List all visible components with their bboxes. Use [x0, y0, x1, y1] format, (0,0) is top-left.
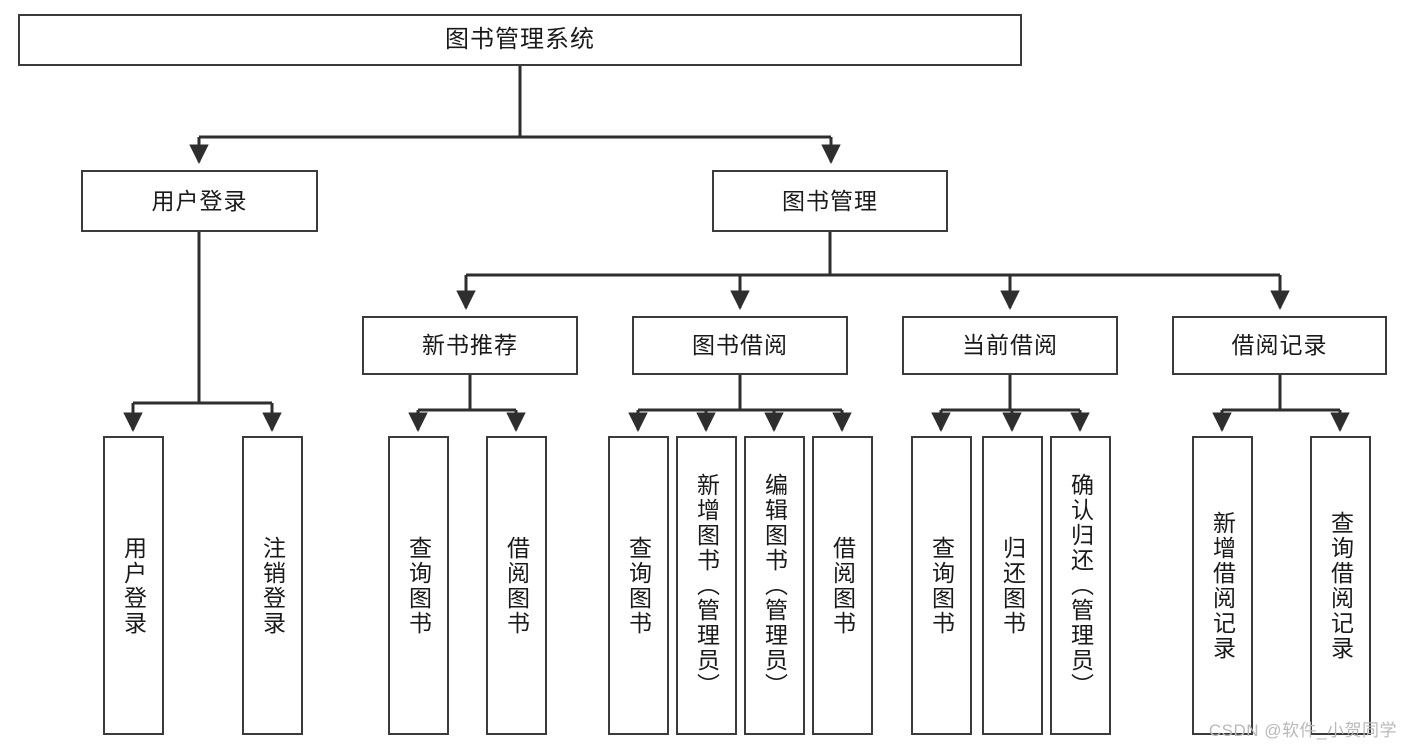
node-label: 新增借阅记录	[1209, 510, 1236, 661]
node-leaf-query-book-2[interactable]: 查询图书	[608, 436, 669, 735]
csdn-watermark: CSDN @软件_小贺同学	[1208, 721, 1397, 740]
node-label: 图书管理	[782, 187, 878, 214]
node-label: 当前借阅	[962, 332, 1058, 358]
node-leaf-query-borrow-record[interactable]: 查询借阅记录	[1310, 436, 1371, 735]
node-leaf-borrow-book-1[interactable]: 借阅图书	[486, 436, 547, 735]
node-label: 查询图书	[405, 535, 432, 636]
node-label: 借阅图书	[503, 535, 530, 636]
node-borrow-record[interactable]: 借阅记录	[1172, 316, 1387, 375]
node-leaf-add-book[interactable]: 新增图书（管理员）	[676, 436, 737, 735]
node-label: 查询图书	[928, 535, 955, 636]
node-leaf-borrow-book-2[interactable]: 借阅图书	[812, 436, 873, 735]
node-leaf-user-login[interactable]: 用户登录	[103, 436, 164, 735]
node-book-manage[interactable]: 图书管理	[712, 170, 948, 232]
node-user-login[interactable]: 用户登录	[81, 170, 318, 232]
node-label: 借阅记录	[1231, 332, 1328, 358]
node-leaf-add-borrow-record[interactable]: 新增借阅记录	[1192, 436, 1253, 735]
node-current-borrow[interactable]: 当前借阅	[902, 316, 1118, 375]
node-label: 用户登录	[120, 535, 147, 636]
node-leaf-logout[interactable]: 注销登录	[242, 436, 303, 735]
node-root-system[interactable]: 图书管理系统	[18, 14, 1022, 66]
node-label: 编辑图书（管理员）	[761, 473, 788, 698]
node-label: 图书借阅	[692, 332, 788, 358]
node-label: 借阅图书	[829, 535, 856, 636]
node-label: 注销登录	[259, 535, 286, 636]
node-leaf-query-book-1[interactable]: 查询图书	[388, 436, 449, 735]
node-label: 新书推荐	[422, 332, 518, 358]
node-label: 查询借阅记录	[1327, 510, 1354, 661]
node-new-book-recommend[interactable]: 新书推荐	[362, 316, 578, 375]
node-label: 归还图书	[999, 535, 1026, 636]
node-label: 确认归还（管理员）	[1067, 473, 1094, 698]
node-label: 新增图书（管理员）	[693, 473, 720, 698]
node-book-borrow[interactable]: 图书借阅	[632, 316, 848, 375]
node-leaf-return-book[interactable]: 归还图书	[982, 436, 1043, 735]
node-leaf-edit-book[interactable]: 编辑图书（管理员）	[744, 436, 805, 735]
node-label: 图书管理系统	[445, 26, 595, 53]
node-label: 用户登录	[151, 187, 248, 214]
node-label: 查询图书	[625, 535, 652, 636]
node-leaf-confirm-return[interactable]: 确认归还（管理员）	[1050, 436, 1111, 735]
node-leaf-query-book-3[interactable]: 查询图书	[911, 436, 972, 735]
